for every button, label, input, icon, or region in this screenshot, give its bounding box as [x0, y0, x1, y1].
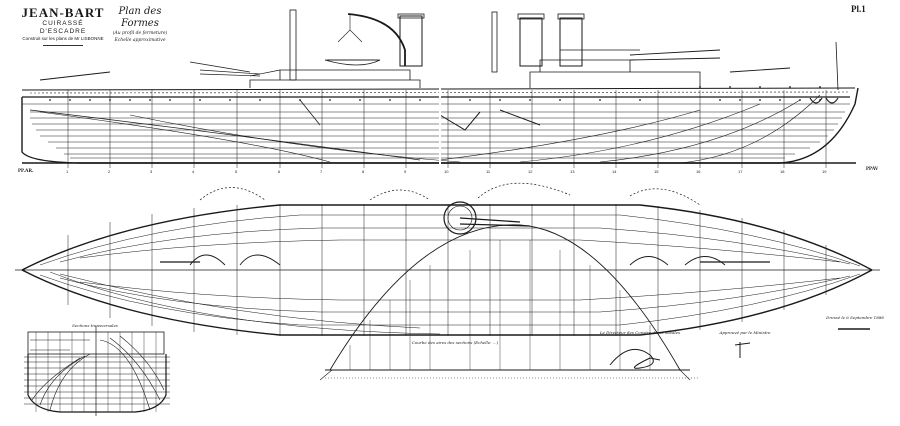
aft-perpendicular-label: PP.AR. — [18, 169, 34, 174]
svg-text:16: 16 — [696, 169, 701, 174]
svg-text:2: 2 — [108, 169, 111, 174]
construction-note: Construit sur les plans de Mr LISBONNE — [22, 36, 104, 41]
svg-text:3: 3 — [150, 169, 153, 174]
profile-view — [21, 9, 859, 400]
title-rule — [43, 45, 83, 46]
svg-text:12: 12 — [528, 169, 533, 174]
plan-title: Plan des Formes — [118, 6, 162, 29]
svg-text:13: 13 — [570, 169, 575, 174]
svg-text:11: 11 — [486, 169, 491, 174]
svg-text:8: 8 — [362, 169, 365, 174]
svg-text:9: 9 — [404, 169, 407, 174]
svg-text:7: 7 — [320, 169, 323, 174]
plan-title-block: Plan des Formes (Au profil de fermeture)… — [110, 6, 170, 44]
svg-text:14: 14 — [612, 169, 617, 174]
title-block: JEAN-BART CUIRASSÉ D'ESCADRE Construit s… — [18, 6, 108, 46]
body-plan-label: Sections transversales — [72, 323, 118, 328]
ship-class: CUIRASSÉ D'ESCADRE — [39, 20, 87, 35]
svg-text:5: 5 — [235, 169, 238, 174]
svg-text:1: 1 — [66, 169, 69, 174]
svg-text:6: 6 — [278, 169, 281, 174]
signature-left-caption: Le Directeur des Constructions navales — [599, 330, 681, 335]
svg-text:10: 10 — [444, 169, 449, 174]
area-curve-label: Courbe des aires des sections (Echelle: … — [411, 340, 499, 345]
plan-subtitle: (Au profil de fermeture) — [112, 31, 168, 36]
plan-view — [15, 182, 880, 381]
scale-note: Echelle approximative — [114, 38, 166, 43]
svg-text:19: 19 — [822, 169, 827, 174]
signatures — [609, 328, 870, 369]
svg-text:17: 17 — [738, 169, 743, 174]
signature-center-caption: Approuvé par le Ministre — [719, 330, 771, 335]
body-plan — [24, 326, 170, 416]
plate-number: Pl.1 — [851, 4, 866, 14]
ship-name: JEAN-BART — [21, 5, 105, 20]
svg-text:15: 15 — [654, 169, 659, 174]
fwd-perpendicular-label: PPAV — [866, 167, 879, 172]
svg-text:18: 18 — [780, 169, 785, 174]
signature-right-caption: Dressé le 6 Septembre 1888 — [826, 315, 884, 320]
svg-text:4: 4 — [192, 169, 195, 174]
